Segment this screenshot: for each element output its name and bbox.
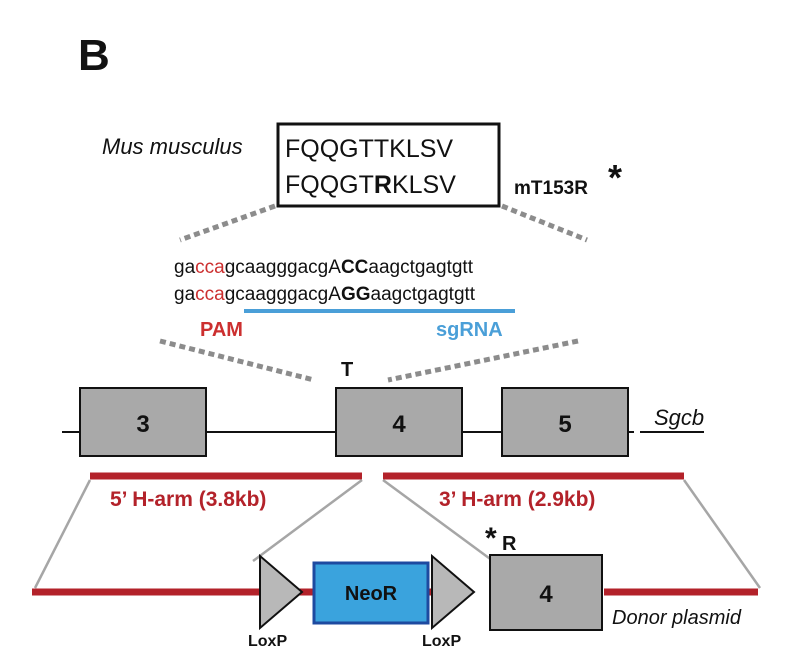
- connector-left-inner: [252, 478, 363, 563]
- dna-wt: gaccagcaagggacgACCaagctgagtgtt: [174, 257, 474, 278]
- pam-label: PAM: [200, 319, 243, 341]
- donor-exon-4: [489, 554, 603, 631]
- neor-label: NeoR: [345, 583, 398, 605]
- species-label: Mus musculus: [102, 134, 243, 159]
- connector-right-outer: [682, 479, 762, 589]
- dna-mut-codon: GG: [341, 284, 371, 305]
- peptide-mutant: FQQGTRKLSV: [285, 171, 456, 199]
- exon-3: [79, 387, 207, 457]
- exon-5: [501, 387, 629, 457]
- peptide-wt: FQQGTTKLSV: [285, 135, 453, 163]
- connector-right-inner: [382, 478, 494, 563]
- zoom-line-lower-right: [387, 338, 579, 383]
- exon-3-label: 3: [136, 411, 149, 438]
- peptide-mut-suffix: KLSV: [392, 171, 456, 199]
- left-arm-label: 5’ H-arm (3.8kb): [110, 488, 266, 511]
- dna-wt-codon: CC: [341, 257, 369, 278]
- dna-wt-post: aagctgagtgtt: [368, 257, 473, 278]
- exon-4: [335, 387, 463, 457]
- loxp-left-label: LoxP: [248, 633, 287, 650]
- dna-mut-pam: cca: [195, 284, 225, 305]
- dna-mut-post: aagctgagtgtt: [371, 284, 476, 305]
- donor-plasmid-label: Donor plasmid: [612, 607, 742, 629]
- loxp-left: [259, 553, 304, 631]
- gene-name: Sgcb: [654, 405, 704, 430]
- dna-wt-mid: gcaagggacgA: [225, 257, 342, 278]
- zoom-line-upper-left: [179, 203, 276, 243]
- dna-wt-pam: cca: [195, 257, 225, 278]
- mut-codon-asterisk: *: [485, 522, 497, 555]
- dna-mutant: gaccagcaagggacgAGGaagctgagtgtt: [174, 284, 476, 305]
- dna-mut-pre: ga: [174, 284, 196, 305]
- neor-cassette: [312, 561, 430, 625]
- zoom-line-upper-right: [501, 203, 588, 243]
- dna-mut-mid: gcaagggacgA: [225, 284, 342, 305]
- exon-4-label: 4: [392, 411, 406, 438]
- peptide-box: [276, 122, 501, 208]
- zoom-line-lower-left: [159, 338, 315, 383]
- donor-exon-4-label: 4: [539, 581, 553, 608]
- peptide-mut-residue: R: [374, 171, 392, 199]
- right-arm-label: 3’ H-arm (2.9kb): [439, 488, 595, 511]
- mutation-asterisk: *: [608, 157, 622, 198]
- loxp-right-label: LoxP: [422, 633, 461, 650]
- sgrna-label: sgRNA: [436, 319, 503, 341]
- wt-codon-label: T: [341, 359, 353, 381]
- peptide-mut-prefix: FQQGT: [285, 171, 374, 199]
- mutation-label: mT153R: [514, 178, 588, 199]
- dna-wt-pre: ga: [174, 257, 196, 278]
- loxp-right: [431, 553, 476, 631]
- connector-left-outer: [33, 479, 92, 589]
- mut-codon-label: R: [502, 533, 517, 555]
- panel-label: B: [78, 31, 110, 80]
- exon-5-label: 5: [558, 411, 571, 438]
